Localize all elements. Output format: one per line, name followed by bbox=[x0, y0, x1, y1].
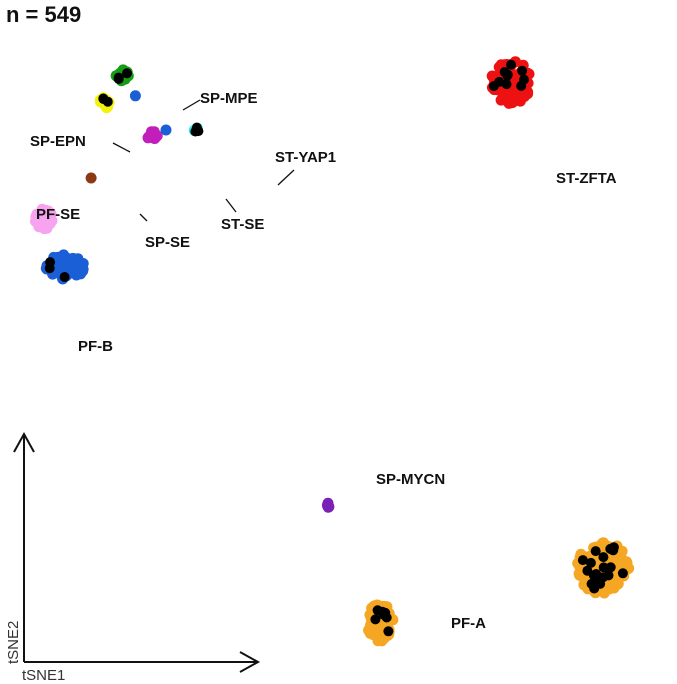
label-st-zfta: ST-ZFTA bbox=[556, 170, 617, 187]
axes-arrows bbox=[13, 431, 261, 673]
highlight-point bbox=[372, 605, 383, 616]
point-st-zfta bbox=[495, 94, 507, 106]
point-pf-se bbox=[31, 208, 43, 220]
point-pf-b bbox=[58, 262, 70, 274]
label-pf-b: PF-B bbox=[78, 338, 113, 355]
label-sp-mycn: SP-MYCN bbox=[376, 471, 445, 488]
point-sp-mycn bbox=[322, 501, 334, 513]
point-st-se bbox=[142, 132, 154, 144]
point-pf-b bbox=[129, 90, 141, 102]
highlight-point bbox=[488, 81, 499, 92]
highlight-point bbox=[506, 59, 517, 70]
highlight-point bbox=[370, 614, 381, 625]
highlight-point bbox=[605, 562, 616, 573]
highlight-point bbox=[608, 545, 619, 556]
leader-st-yap1 bbox=[277, 169, 295, 186]
highlight-point bbox=[381, 612, 392, 623]
highlight-point bbox=[502, 69, 513, 80]
highlight-point bbox=[190, 126, 201, 137]
highlight-point bbox=[590, 546, 601, 557]
highlight-point bbox=[113, 74, 124, 84]
chart-title: n = 549 bbox=[6, 2, 81, 27]
highlight-point bbox=[98, 93, 109, 104]
label-st-se: ST-SE bbox=[221, 216, 264, 233]
highlight-point bbox=[516, 80, 527, 91]
label-leaders bbox=[112, 99, 295, 222]
point-pf-b bbox=[160, 124, 172, 136]
point-pf-b bbox=[70, 269, 82, 281]
highlight-point bbox=[603, 570, 614, 581]
label-sp-mpe: SP-MPE bbox=[200, 90, 258, 107]
highlight-point bbox=[45, 257, 56, 268]
point-sp-se bbox=[85, 172, 97, 184]
highlight-point bbox=[598, 562, 609, 573]
point-pf-b bbox=[71, 254, 83, 266]
highlight-point bbox=[577, 555, 588, 566]
cluster-labels: SP-MPE SP-EPN ST-YAP1 ST-ZFTA PF-SE ST-S… bbox=[30, 90, 617, 632]
point-st-zfta bbox=[519, 90, 531, 102]
highlight-point bbox=[590, 571, 601, 582]
label-sp-se: SP-SE bbox=[145, 234, 190, 251]
highlight-point bbox=[582, 565, 593, 576]
leader-sp-se bbox=[139, 213, 148, 222]
scatter-points bbox=[30, 56, 635, 647]
leader-sp-mpe bbox=[182, 99, 201, 111]
highlight-point bbox=[383, 626, 394, 637]
y-axis-label: tSNE2 bbox=[5, 621, 22, 664]
point-pf-b bbox=[58, 252, 70, 264]
label-st-yap1: ST-YAP1 bbox=[275, 149, 336, 166]
highlight-point bbox=[517, 65, 528, 76]
highlight-point bbox=[617, 568, 628, 579]
point-pf-a bbox=[608, 582, 620, 594]
point-st-zfta bbox=[486, 70, 498, 82]
label-pf-a: PF-A bbox=[451, 615, 486, 632]
highlight-point bbox=[59, 272, 70, 282]
y-axis-arrowhead bbox=[13, 431, 35, 453]
highlight-point bbox=[598, 552, 609, 563]
point-st-se bbox=[151, 130, 163, 142]
leader-st-se bbox=[225, 198, 237, 213]
leader-sp-epn bbox=[112, 142, 131, 153]
x-axis-label: tSNE1 bbox=[22, 667, 65, 684]
point-pf-a bbox=[363, 624, 375, 636]
point-pf-a bbox=[621, 557, 633, 569]
highlight-point bbox=[122, 68, 132, 79]
highlight-point bbox=[585, 557, 596, 568]
label-sp-epn: SP-EPN bbox=[30, 133, 86, 150]
label-pf-se: PF-SE bbox=[36, 206, 80, 223]
point-st-zfta bbox=[509, 87, 521, 99]
x-axis-arrowhead bbox=[239, 651, 261, 673]
highlight-point bbox=[595, 578, 606, 589]
